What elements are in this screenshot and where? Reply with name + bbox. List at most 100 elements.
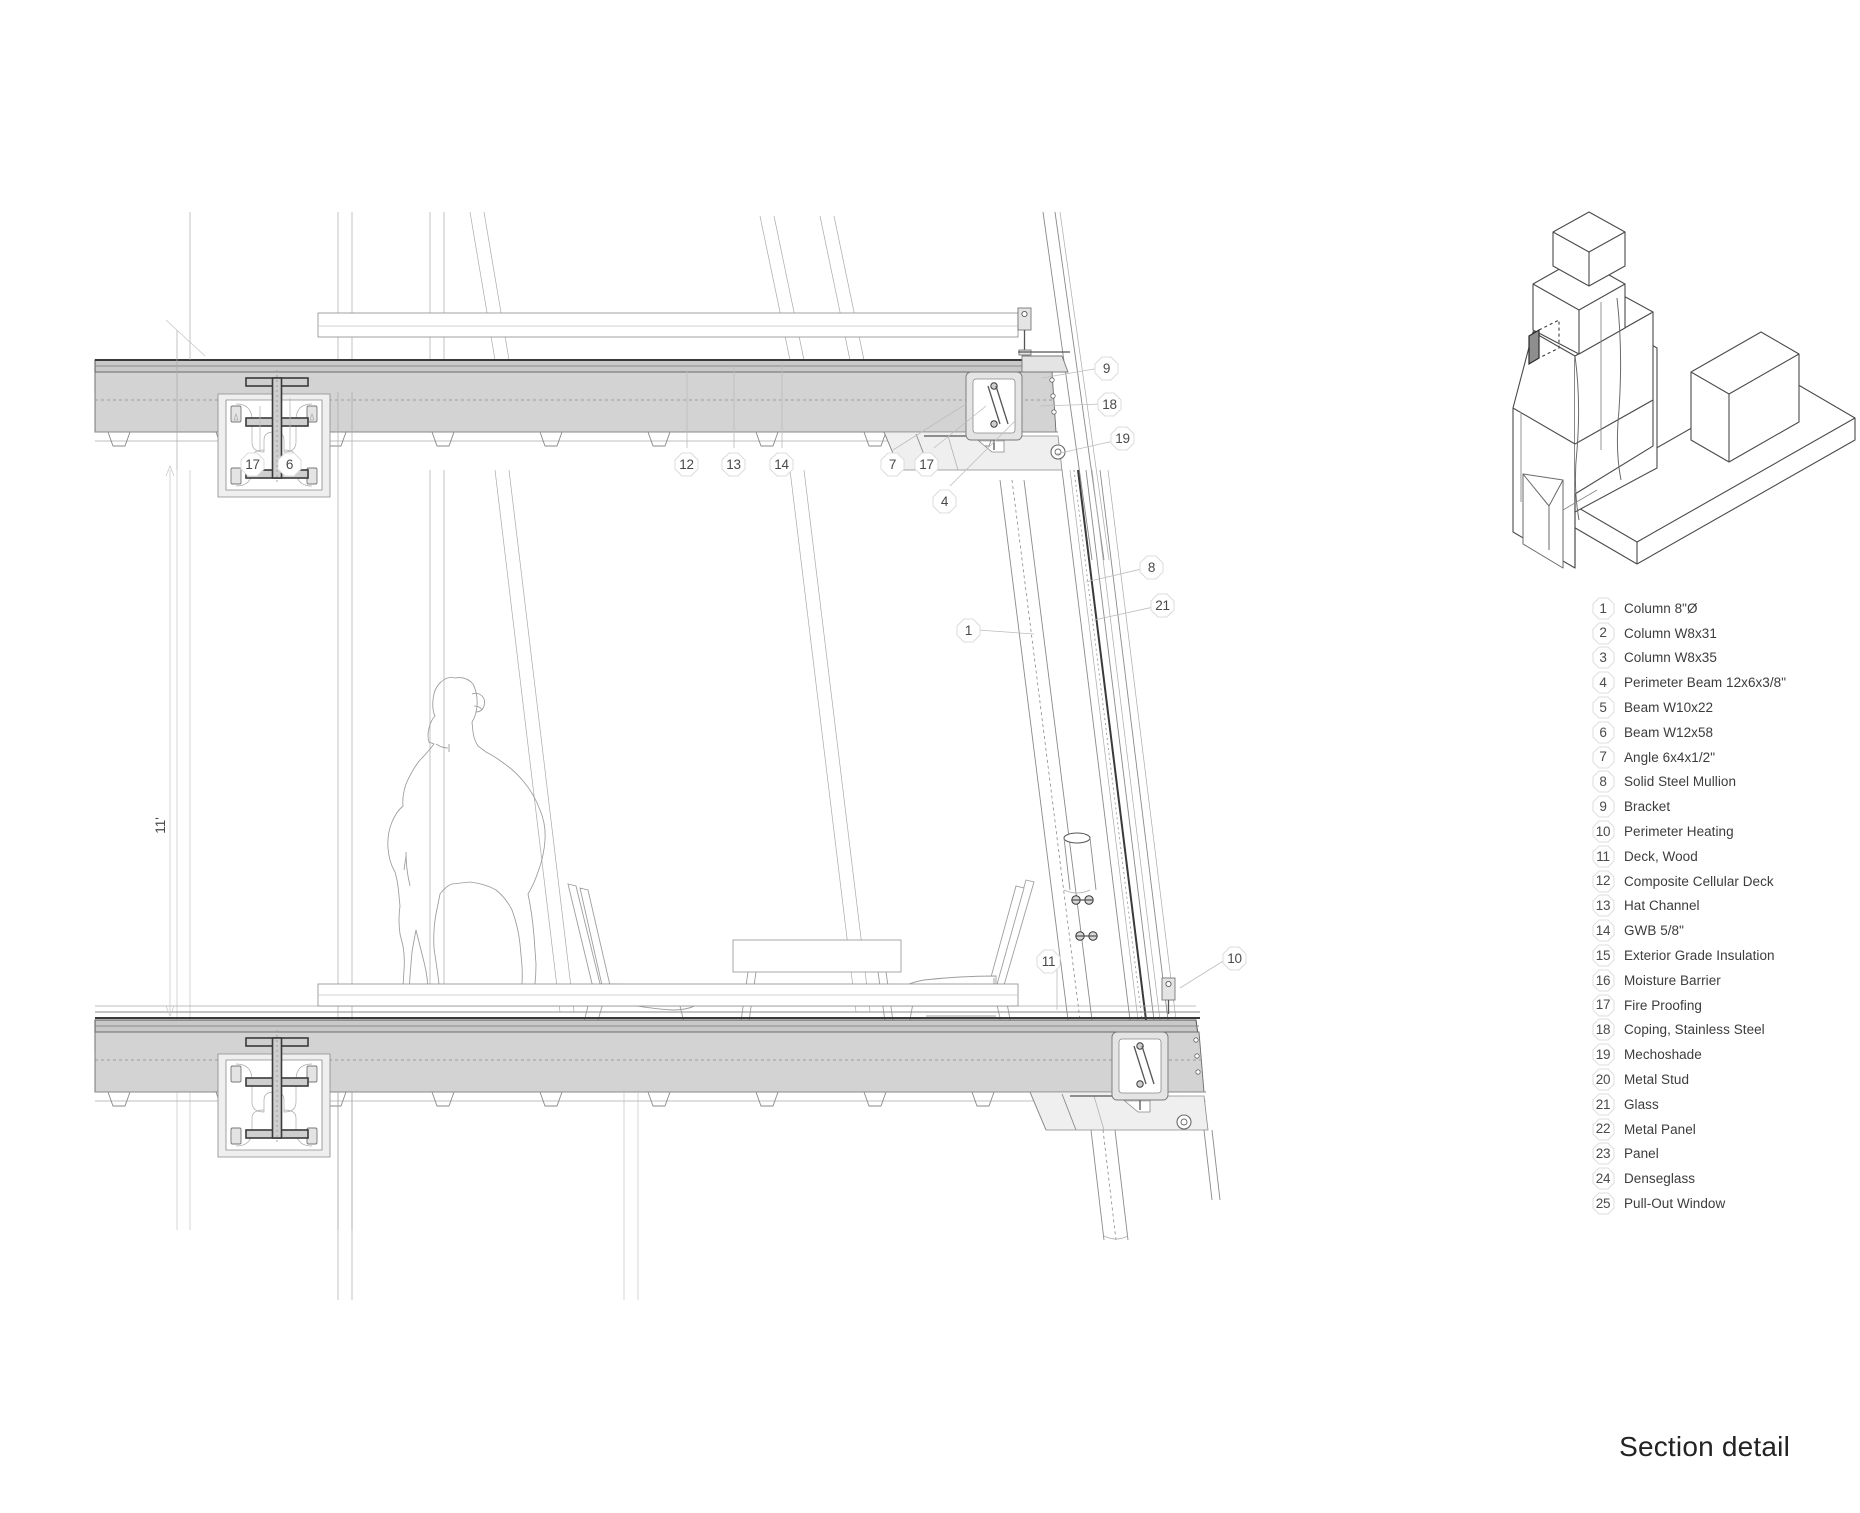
legend-num-11: 11 bbox=[1588, 845, 1618, 868]
legend-num-22: 22 bbox=[1588, 1118, 1618, 1141]
callout-4: 4 bbox=[932, 489, 957, 514]
human-figure-silhouette bbox=[387, 677, 546, 1006]
legend-label-1: Column 8"Ø bbox=[1624, 600, 1698, 616]
callout-17-right-num: 17 bbox=[919, 456, 934, 472]
legend-item-13[interactable]: 13 Hat Channel bbox=[1588, 894, 1848, 919]
legend-label-3: Column W8x35 bbox=[1624, 650, 1717, 666]
legend-item-18[interactable]: 18 Coping, Stainless Steel bbox=[1588, 1018, 1848, 1043]
callout-10-num: 10 bbox=[1227, 950, 1242, 966]
callout-12: 12 bbox=[674, 452, 699, 477]
legend-item-12[interactable]: 12 Composite Cellular Deck bbox=[1588, 869, 1848, 894]
legend-label-17: Fire Proofing bbox=[1624, 997, 1702, 1013]
legend-item-7[interactable]: 7 Angle 6x4x1/2" bbox=[1588, 745, 1848, 770]
legend-item-10[interactable]: 10 Perimeter Heating bbox=[1588, 819, 1848, 844]
legend-num-12: 12 bbox=[1588, 870, 1618, 893]
legend-item-23[interactable]: 23 Panel bbox=[1588, 1142, 1848, 1167]
legend-item-22[interactable]: 22 Metal Panel bbox=[1588, 1117, 1848, 1142]
legend-label-14: GWB 5/8" bbox=[1624, 923, 1684, 939]
below-lower-slab bbox=[337, 1092, 1221, 1300]
building-massing-axonometric bbox=[1512, 211, 1856, 569]
legend-label-13: Hat Channel bbox=[1624, 898, 1700, 914]
legend-item-15[interactable]: 15 Exterior Grade Insulation bbox=[1588, 943, 1848, 968]
callout-11-num: 11 bbox=[1041, 953, 1056, 969]
legend-item-20[interactable]: 20 Metal Stud bbox=[1588, 1067, 1848, 1092]
furniture-group bbox=[567, 879, 1035, 1031]
legend-label-20: Metal Stud bbox=[1624, 1072, 1690, 1088]
legend-label-4: Perimeter Beam 12x6x3/8" bbox=[1624, 675, 1787, 691]
callout-9: 9 bbox=[1094, 356, 1119, 381]
callout-8: 8 bbox=[1139, 555, 1164, 580]
callout-21: 21 bbox=[1150, 593, 1175, 618]
interior-mullion-lines bbox=[494, 469, 871, 1013]
callout-13-num: 13 bbox=[726, 456, 741, 472]
octagon-badge-icon: 5 bbox=[1592, 696, 1615, 719]
legend-num-5: 5 bbox=[1588, 696, 1618, 719]
callout-12-num: 12 bbox=[679, 456, 694, 472]
legend-num-15: 15 bbox=[1588, 944, 1618, 967]
legend-item-6[interactable]: 6 Beam W12x58 bbox=[1588, 720, 1848, 745]
height-dimension bbox=[165, 465, 175, 1017]
glazed-facade bbox=[1061, 469, 1177, 1021]
legend-item-14[interactable]: 14 GWB 5/8" bbox=[1588, 918, 1848, 943]
legend-label-8: Solid Steel Mullion bbox=[1624, 774, 1737, 790]
dimension-label-11ft: 11' bbox=[152, 817, 168, 834]
inclined-round-column bbox=[999, 479, 1098, 1021]
legend-num-9: 9 bbox=[1588, 795, 1618, 818]
octagon-badge-icon: 12 bbox=[1592, 870, 1615, 893]
legend-num-4: 4 bbox=[1588, 671, 1618, 694]
legend-num-7: 7 bbox=[1588, 746, 1618, 769]
legend-item-16[interactable]: 16 Moisture Barrier bbox=[1588, 968, 1848, 993]
callout-10: 10 bbox=[1222, 946, 1247, 971]
callout-21-num: 21 bbox=[1155, 597, 1170, 613]
page-title: Section detail bbox=[1619, 1431, 1790, 1462]
octagon-badge-icon: 3 bbox=[1592, 646, 1615, 669]
octagon-badge-icon: 7 bbox=[1592, 746, 1615, 769]
upper-hanger-bracket bbox=[1017, 307, 1032, 356]
octagon-badge-icon: 11 bbox=[1592, 845, 1615, 868]
callout-11: 11 bbox=[1036, 949, 1061, 974]
octagon-badge-icon: 17 bbox=[1592, 994, 1615, 1017]
octagon-badge-icon: 18 bbox=[1592, 1018, 1615, 1041]
legend-num-24: 24 bbox=[1588, 1167, 1618, 1190]
callout-17-left: 17 bbox=[240, 452, 265, 477]
legend-label-10: Perimeter Heating bbox=[1624, 824, 1734, 840]
callout-1-num: 1 bbox=[964, 622, 973, 638]
legend-item-24[interactable]: 24 Denseglass bbox=[1588, 1166, 1848, 1191]
legend-num-8: 8 bbox=[1588, 770, 1618, 793]
legend-label-19: Mechoshade bbox=[1624, 1047, 1702, 1063]
legend-item-1[interactable]: 1 Column 8"Ø bbox=[1588, 596, 1848, 621]
legend-item-3[interactable]: 3 Column W8x35 bbox=[1588, 646, 1848, 671]
lower-floor-assembly bbox=[94, 977, 1221, 1300]
legend-label-18: Coping, Stainless Steel bbox=[1624, 1022, 1765, 1038]
legend-item-5[interactable]: 5 Beam W10x22 bbox=[1588, 695, 1848, 720]
octagon-badge-icon: 20 bbox=[1592, 1068, 1615, 1091]
legend-num-16: 16 bbox=[1588, 969, 1618, 992]
legend-label-25: Pull-Out Window bbox=[1624, 1196, 1726, 1212]
callout-14-num: 14 bbox=[774, 456, 789, 472]
legend-item-4[interactable]: 4 Perimeter Beam 12x6x3/8" bbox=[1588, 670, 1848, 695]
callout-4-num: 4 bbox=[940, 493, 949, 509]
legend-item-8[interactable]: 8 Solid Steel Mullion bbox=[1588, 770, 1848, 795]
legend-label-5: Beam W10x22 bbox=[1624, 700, 1714, 716]
legend-item-9[interactable]: 9 Bracket bbox=[1588, 794, 1848, 819]
legend-label-9: Bracket bbox=[1624, 799, 1671, 815]
callout-17-left-num: 17 bbox=[245, 456, 260, 472]
octagon-badge-icon: 6 bbox=[1592, 721, 1615, 744]
legend-item-25[interactable]: 25 Pull-Out Window bbox=[1588, 1191, 1848, 1216]
legend-label-6: Beam W12x58 bbox=[1624, 724, 1714, 740]
octagon-badge-icon: 8 bbox=[1592, 770, 1615, 793]
legend-label-16: Moisture Barrier bbox=[1624, 972, 1721, 988]
legend-num-1: 1 bbox=[1588, 597, 1618, 620]
legend-item-2[interactable]: 2 Column W8x31 bbox=[1588, 621, 1848, 646]
legend-label-21: Glass bbox=[1624, 1096, 1659, 1112]
legend-item-19[interactable]: 19 Mechoshade bbox=[1588, 1042, 1848, 1067]
octagon-badge-icon: 19 bbox=[1592, 1043, 1615, 1066]
callout-7-num: 7 bbox=[888, 456, 897, 472]
callout-18-num: 18 bbox=[1102, 396, 1117, 412]
legend-item-11[interactable]: 11 Deck, Wood bbox=[1588, 844, 1848, 869]
legend-item-17[interactable]: 17 Fire Proofing bbox=[1588, 993, 1848, 1018]
legend-label-7: Angle 6x4x1/2" bbox=[1624, 749, 1716, 765]
legend-item-21[interactable]: 21 Glass bbox=[1588, 1092, 1848, 1117]
lower-beam-w12x58 bbox=[217, 1030, 331, 1158]
callout-8-num: 8 bbox=[1147, 559, 1156, 575]
